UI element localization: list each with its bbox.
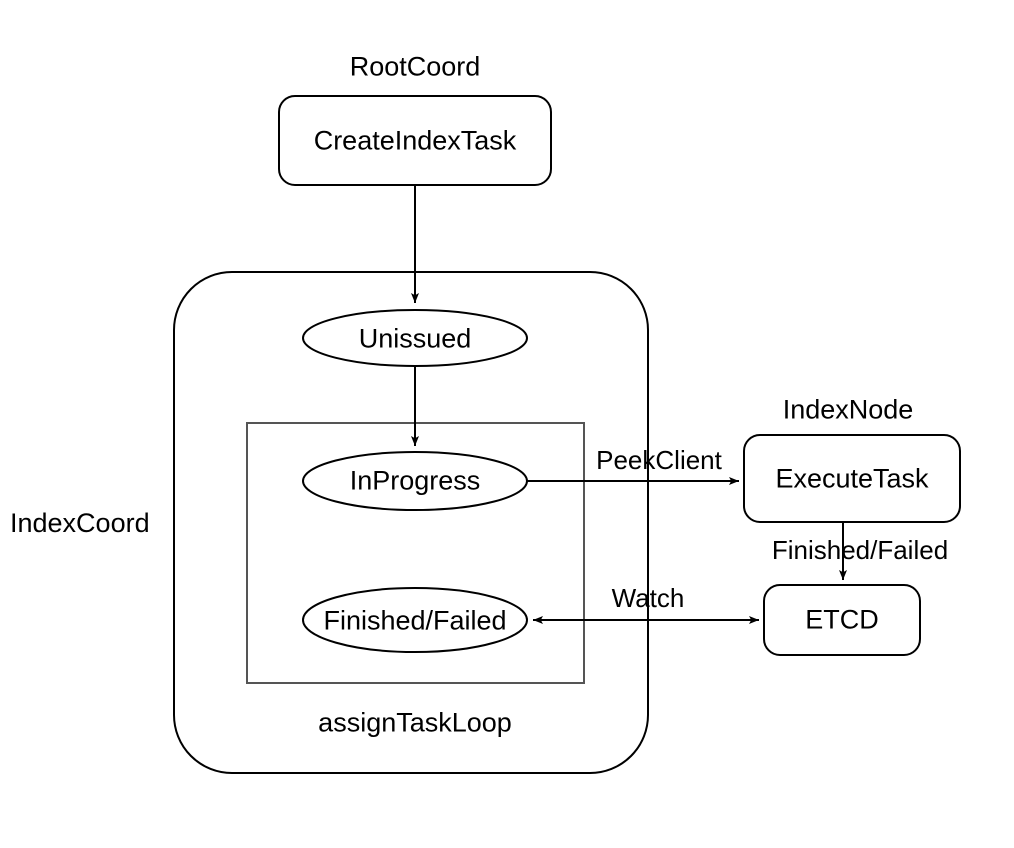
group-label-index-coord: IndexCoord [10, 508, 150, 538]
node-label-finished-failed[interactable]: Finished/Failed [323, 605, 507, 636]
group-label-assign-task-loop: assignTaskLoop [318, 707, 512, 738]
node-label-etcd[interactable]: ETCD [805, 604, 879, 635]
edge-label-watch: Watch [611, 583, 685, 613]
node-label-unissued[interactable]: Unissued [358, 323, 472, 354]
node-label-create-index-task[interactable]: CreateIndexTask [313, 125, 517, 156]
node-etcd-shape[interactable] [763, 584, 921, 656]
node-label-in-progress[interactable]: InProgress [349, 465, 481, 496]
node-execute-task-shape[interactable] [743, 434, 961, 523]
node-label-execute-task[interactable]: ExecuteTask [775, 463, 929, 494]
group-index-coord-boundary [173, 271, 649, 774]
group-label-index-node: IndexNode [782, 394, 914, 425]
node-finished-failed-shape[interactable] [302, 587, 528, 653]
edge-label-finished-failed: Finished/Failed [771, 535, 949, 565]
edge-label-peek-client: PeekClient [596, 445, 722, 475]
group-label-root-coord: RootCoord [349, 51, 481, 82]
